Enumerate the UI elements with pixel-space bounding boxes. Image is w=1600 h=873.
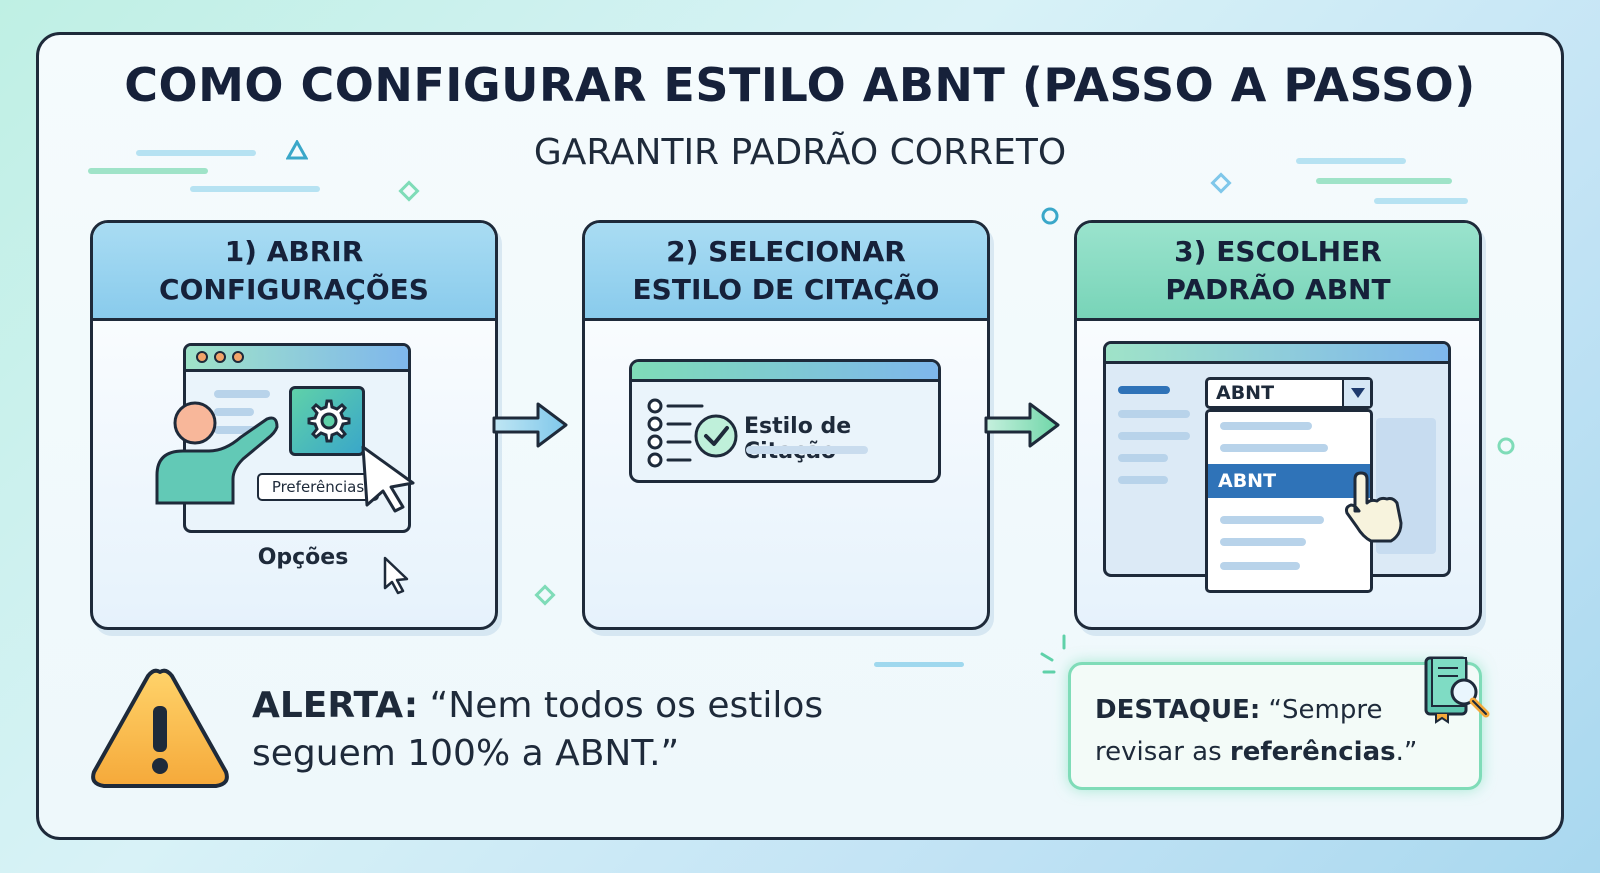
person-icon: [155, 401, 279, 505]
decor-line: [136, 150, 256, 156]
page-subtitle: GARANTIR PADRÃO CORRETO: [533, 132, 1067, 173]
step-header-2: 2) SELECIONAR ESTILO DE CITAÇÃO: [585, 223, 987, 321]
circle-decor-icon: [1041, 207, 1059, 225]
decor-line: [874, 662, 964, 667]
step-title-line1: 3) ESCOLHER: [1174, 234, 1382, 268]
step-card-3: 3) ESCOLHER PADRÃO ABNT ABNT ABNT: [1074, 220, 1482, 630]
alert-message: ALERTA: “Nem todos os estilos seguem 100…: [252, 682, 892, 778]
decor-line: [88, 168, 208, 174]
triangle-decor-icon: [286, 140, 308, 160]
decor-line: [1316, 178, 1452, 184]
step-title-line2: CONFIGURAÇÕES: [159, 272, 429, 306]
diamond-decor-icon: [534, 584, 556, 606]
warning-icon: [91, 668, 229, 788]
arrow-right-icon: [492, 402, 568, 448]
citation-style-field[interactable]: Estilo de Citação: [629, 359, 941, 483]
step-title-line1: 2) SELECIONAR: [666, 234, 906, 268]
diamond-decor-icon: [1210, 172, 1232, 194]
diamond-decor-icon: [398, 180, 420, 202]
step-header-1: 1) ABRIR CONFIGURAÇÕES: [93, 223, 495, 321]
cursor-icon: [361, 445, 415, 513]
hand-pointer-icon: [1345, 471, 1403, 543]
arrow-right-icon: [984, 402, 1060, 448]
alert-text: “Nem todos os estilos seguem 100% a ABNT…: [252, 685, 824, 774]
decor-line: [1374, 198, 1468, 204]
sparkle-decor-icon: [1040, 634, 1066, 674]
highlight-text-before: “Sempre revisar as: [1095, 695, 1383, 767]
highlight-text-bold: referências: [1229, 737, 1396, 767]
gear-icon: [307, 399, 351, 443]
dropdown-value: ABNT: [1216, 382, 1275, 404]
circle-decor-icon: [1497, 437, 1515, 455]
dropdown-option-abnt[interactable]: ABNT: [1208, 464, 1370, 498]
highlight-box: DESTAQUE: “Sempre revisar as referências…: [1068, 662, 1482, 790]
style-dropdown-menu: ABNT: [1205, 409, 1373, 593]
highlight-message: DESTAQUE: “Sempre revisar as referências…: [1095, 689, 1455, 773]
step-title-line2: ESTILO DE CITAÇÃO: [632, 272, 940, 306]
checklist-icon: [647, 398, 704, 468]
highlight-text-after: .”: [1395, 737, 1418, 767]
page-title: COMO CONFIGURAR ESTILO ABNT (PASSO A PAS…: [124, 58, 1476, 112]
style-dropdown[interactable]: ABNT: [1205, 377, 1373, 409]
decor-line: [190, 186, 320, 192]
step-title-line2: PADRÃO ABNT: [1165, 272, 1391, 306]
alert-label: ALERTA:: [252, 685, 419, 726]
settings-window: [183, 343, 411, 533]
step-card-1: 1) ABRIR CONFIGURAÇÕES Preferências Opçõ…: [90, 220, 498, 630]
cursor-icon: [383, 556, 409, 595]
settings-gear-button[interactable]: [289, 386, 365, 456]
decor-line: [1296, 158, 1406, 164]
highlight-label: DESTAQUE:: [1095, 695, 1261, 725]
dropdown-arrow-icon: [1351, 388, 1365, 398]
step-header-3: 3) ESCOLHER PADRÃO ABNT: [1077, 223, 1479, 321]
options-label: Opções: [257, 545, 349, 570]
step-title-line1: 1) ABRIR: [224, 234, 364, 268]
check-circle-icon: [694, 414, 738, 458]
step-card-2: 2) SELECIONAR ESTILO DE CITAÇÃO Estilo d…: [582, 220, 990, 630]
dropdown-toggle[interactable]: [1342, 380, 1370, 406]
book-magnifier-icon: [1424, 656, 1490, 724]
citation-style-label: Estilo de Citação: [744, 414, 852, 464]
preferences-tooltip[interactable]: Preferências: [257, 473, 379, 501]
